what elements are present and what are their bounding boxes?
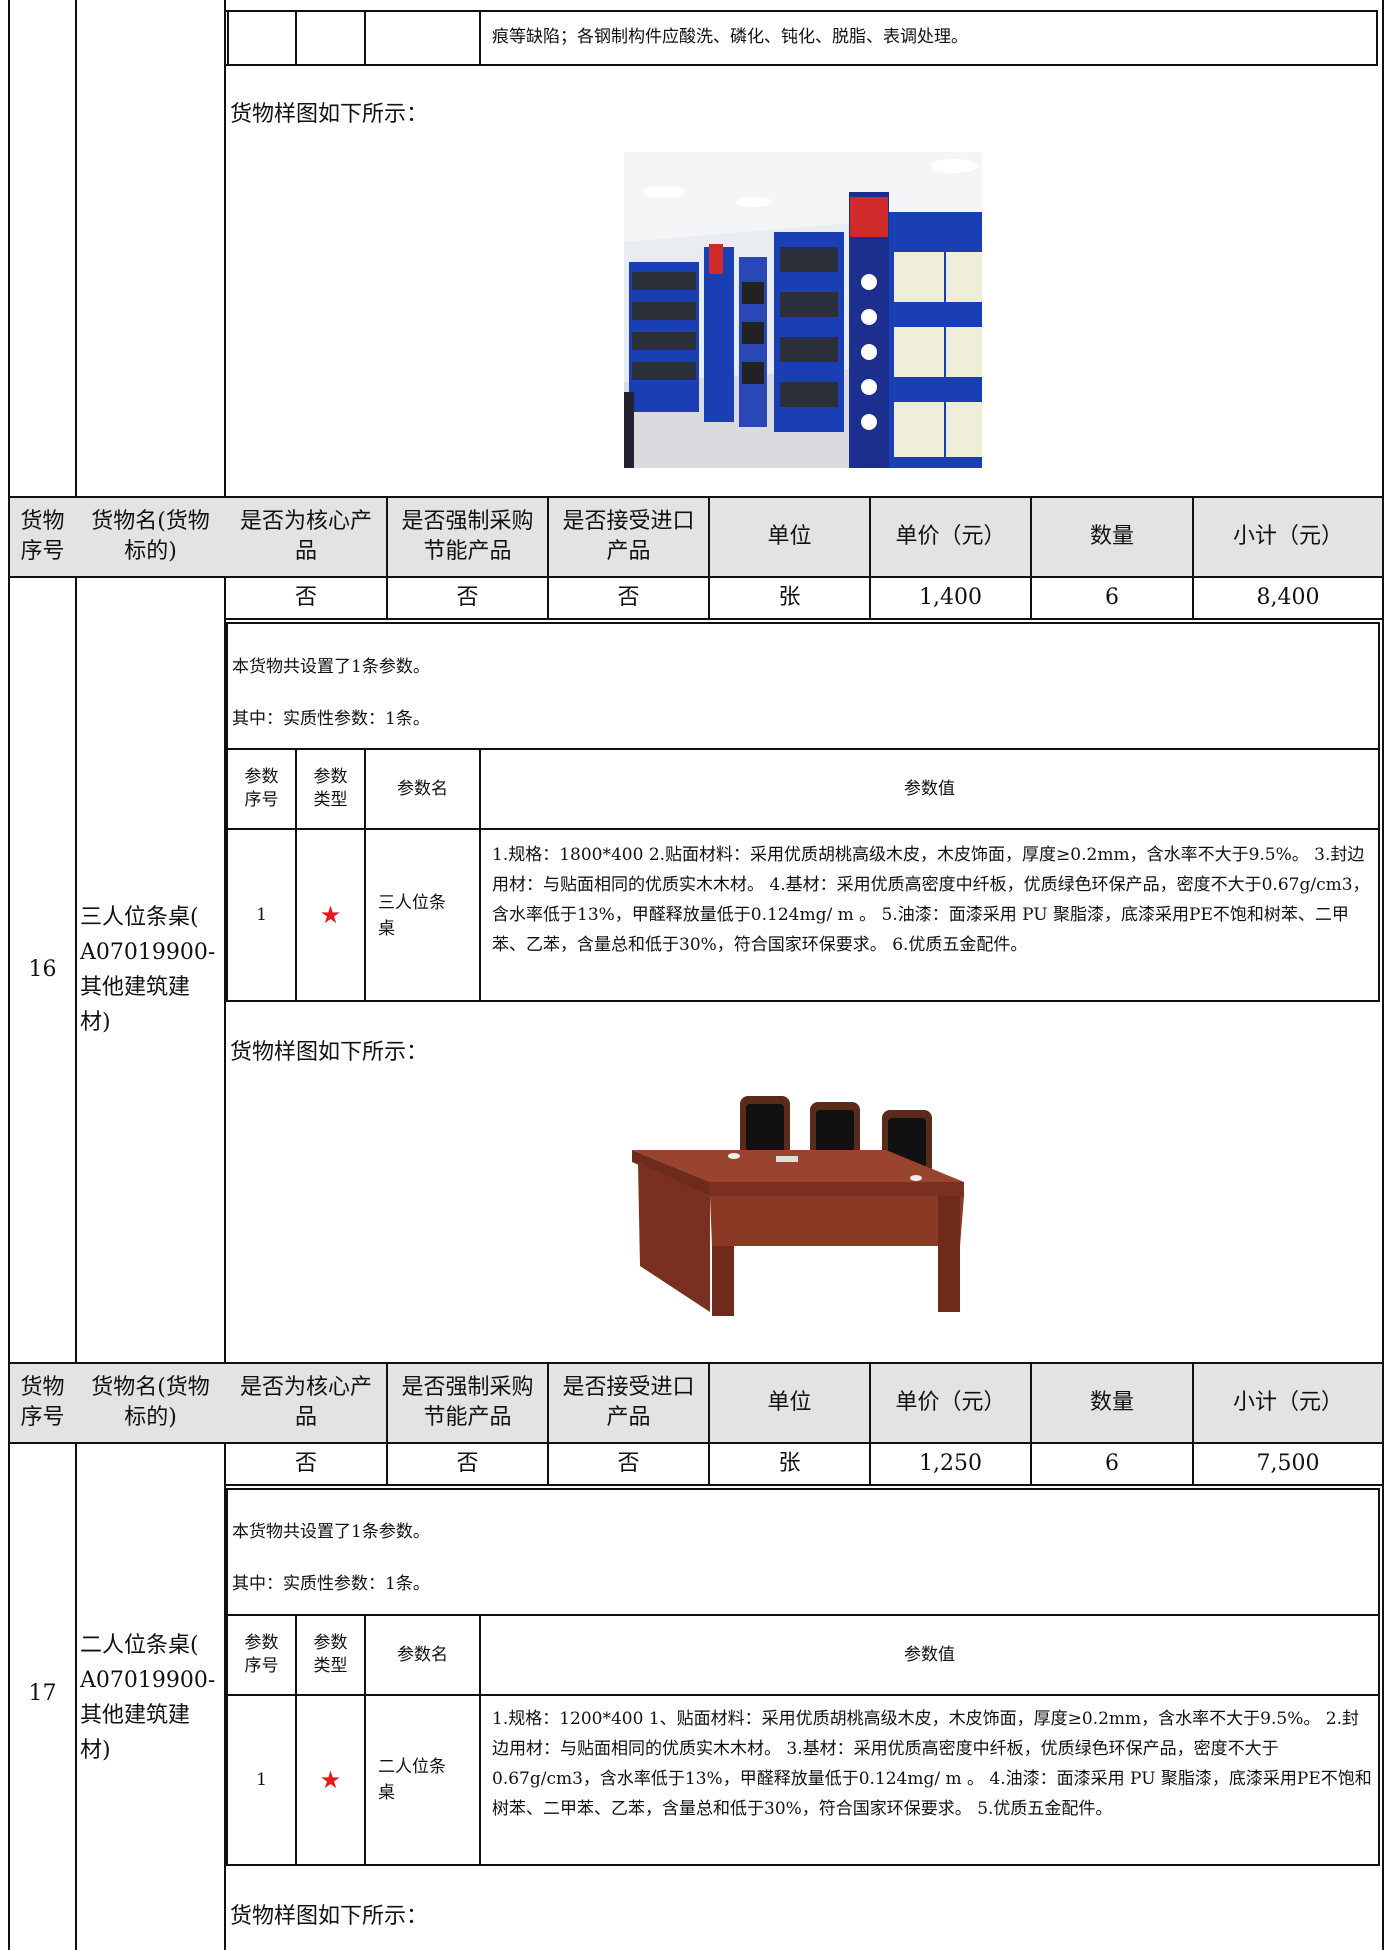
- header-price: 单价（元）: [895, 1390, 1006, 1416]
- param-value: 1.规格：1800*400 2.贴面材料：采用优质胡桃高级木皮，木皮饰面，厚度≥…: [492, 845, 1370, 955]
- value-import: 否: [617, 1451, 640, 1477]
- sample-image-label: 货物样图如下所示：: [230, 1040, 429, 1065]
- header-subtotal: 小计（元）: [1232, 1390, 1343, 1416]
- value-subtotal: 7,500: [1256, 1451, 1320, 1477]
- param-header-type: 参数 类型: [313, 767, 348, 810]
- param-header-name: 参数名: [397, 778, 448, 799]
- param-substantive-note: 其中：实质性参数：1条。: [232, 709, 430, 729]
- value-forced-energy: 否: [456, 585, 479, 611]
- value-unit: 张: [778, 585, 801, 611]
- star-icon: ★: [319, 900, 342, 929]
- header-name: 货物名(货物 标的): [91, 509, 210, 564]
- header-price: 单价（元）: [895, 524, 1006, 550]
- header-subtotal: 小计（元）: [1232, 524, 1343, 550]
- param-seq: 1: [256, 904, 267, 925]
- header-core: 是否为核心产 品: [239, 509, 372, 564]
- goods-name: 三人位条桌( A07019900- 其他建筑建 材): [80, 905, 216, 1035]
- header-import: 是否接受进口 产品: [562, 509, 695, 564]
- param-value-fragment: 痕等缺陷；各钢制构件应酸洗、磷化、钝化、脱脂、表调处理。: [492, 27, 968, 47]
- value-import: 否: [617, 585, 640, 611]
- param-name: 三人位条 桌: [378, 893, 446, 939]
- param-count-note: 本货物共设置了1条参数。: [232, 1522, 430, 1542]
- param-substantive-note: 其中：实质性参数：1条。: [232, 1574, 430, 1594]
- param-header-seq: 参数 序号: [244, 767, 279, 810]
- value-subtotal: 8,400: [1256, 585, 1320, 611]
- value-core: 否: [294, 585, 317, 611]
- value-qty: 6: [1105, 585, 1119, 611]
- table-header-row: [10, 498, 1382, 576]
- param-header-type: 参数 类型: [313, 1633, 348, 1676]
- value-qty: 6: [1105, 1451, 1119, 1477]
- param-name: 二人位条 桌: [378, 1757, 446, 1803]
- header-qty: 数量: [1089, 524, 1134, 550]
- goods-name: 二人位条桌( A07019900- 其他建筑建 材): [80, 1633, 216, 1763]
- param-header-value: 参数值: [904, 1644, 955, 1665]
- goods-seq: 16: [28, 957, 57, 983]
- header-unit: 单位: [767, 1390, 812, 1416]
- header-unit: 单位: [767, 524, 812, 550]
- header-seq: 货物 序号: [20, 1375, 65, 1430]
- header-forced-energy: 是否强制采购 节能产品: [401, 1375, 534, 1430]
- header-forced-energy: 是否强制采购 节能产品: [401, 509, 534, 564]
- param-seq: 1: [256, 1769, 267, 1790]
- value-forced-energy: 否: [456, 1451, 479, 1477]
- warehouse-shelf-photo: [624, 152, 982, 468]
- three-seat-desk-photo: [632, 1096, 964, 1316]
- header-name: 货物名(货物 标的): [91, 1375, 210, 1430]
- param-header-seq: 参数 序号: [244, 1633, 279, 1676]
- sample-image-label: 货物样图如下所示：: [230, 102, 429, 127]
- value-price: 1,250: [919, 1451, 982, 1477]
- goods-seq: 17: [28, 1681, 57, 1707]
- value-core: 否: [294, 1451, 317, 1477]
- param-value: 1.规格：1200*400 1、贴面材料：采用优质胡桃高级木皮，木皮饰面，厚度≥…: [492, 1709, 1372, 1819]
- value-price: 1,400: [919, 585, 982, 611]
- table-header-row: [10, 1364, 1382, 1442]
- param-count-note: 本货物共设置了1条参数。: [232, 657, 430, 677]
- header-qty: 数量: [1089, 1390, 1134, 1416]
- header-seq: 货物 序号: [20, 509, 65, 564]
- param-header-name: 参数名: [397, 1644, 448, 1665]
- star-icon: ★: [319, 1765, 342, 1794]
- sample-image-label: 货物样图如下所示：: [230, 1904, 429, 1929]
- header-import: 是否接受进口 产品: [562, 1375, 695, 1430]
- value-unit: 张: [778, 1451, 801, 1477]
- param-header-value: 参数值: [904, 778, 955, 799]
- header-core: 是否为核心产 品: [239, 1375, 372, 1430]
